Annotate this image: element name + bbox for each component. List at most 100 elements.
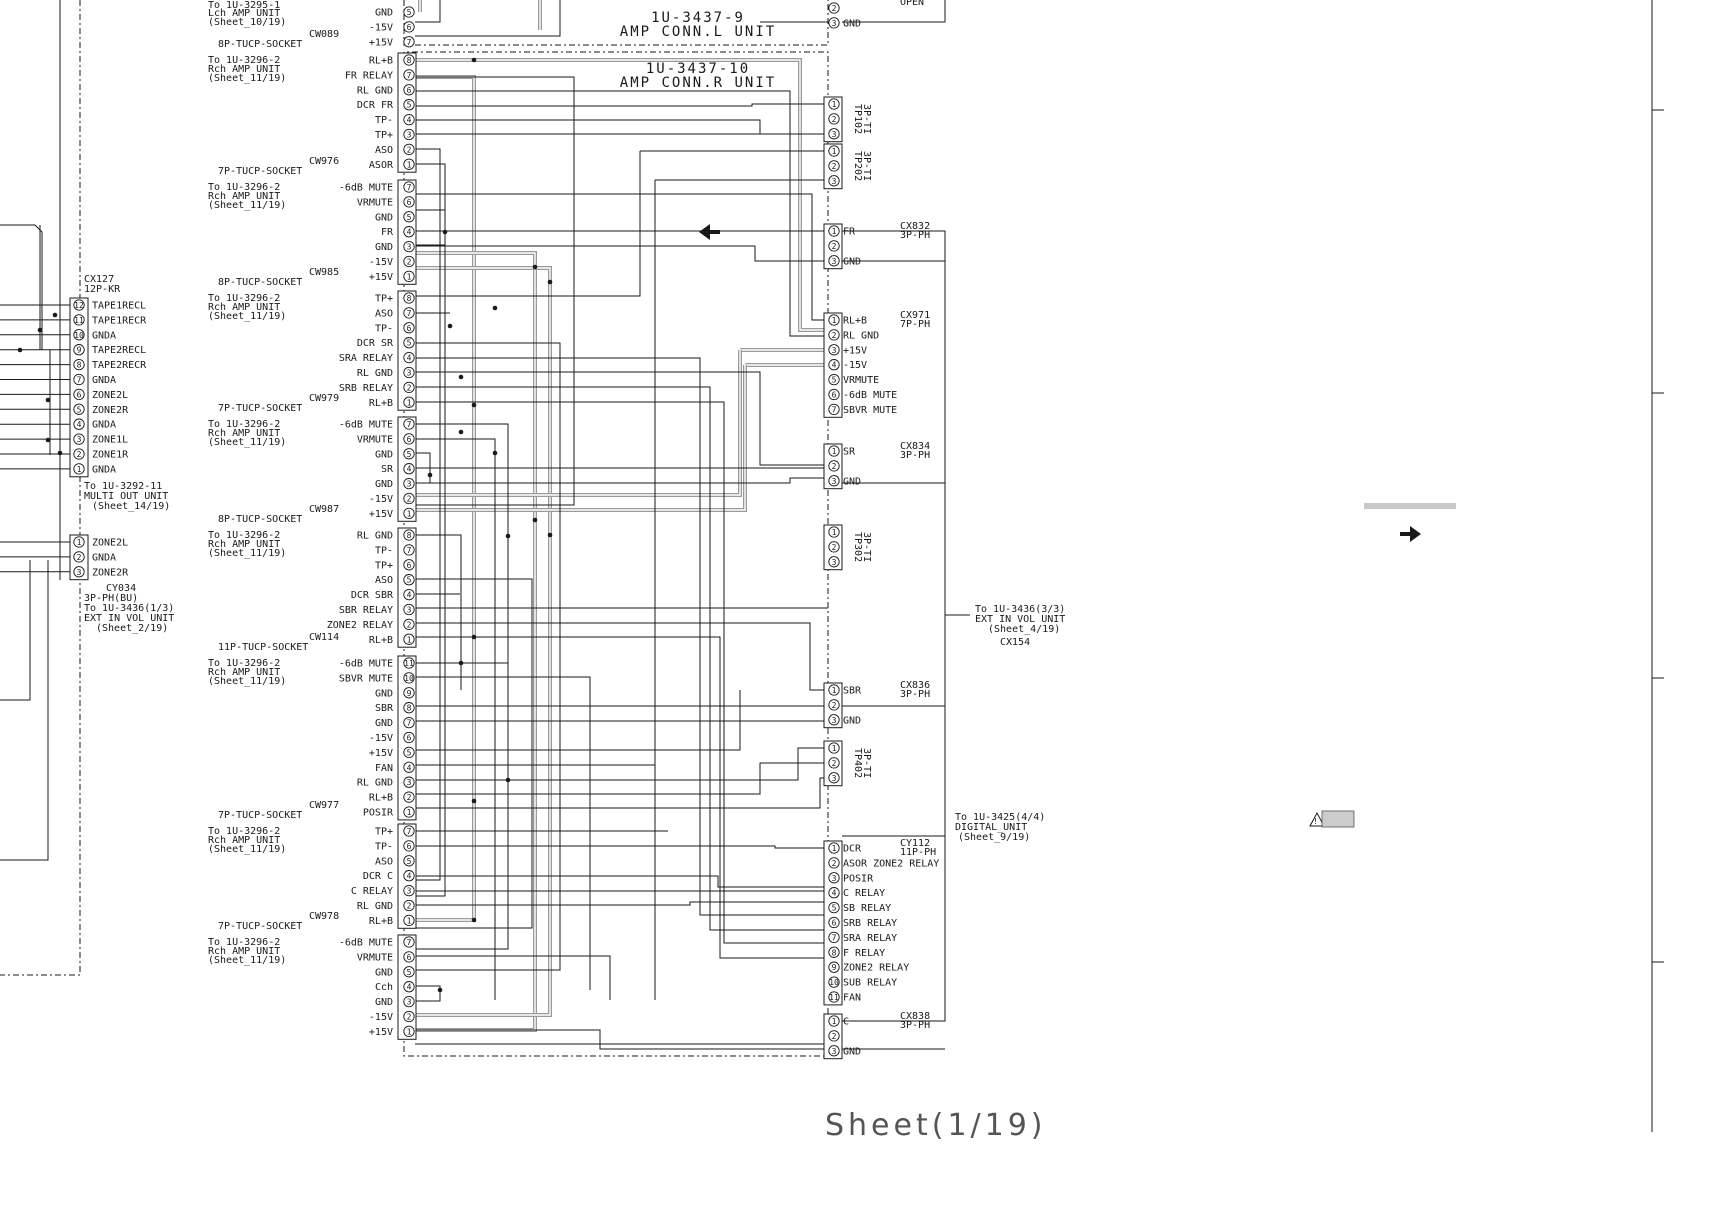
pin [828,460,840,472]
gray-bar [1364,503,1456,509]
pin-number: 6 [407,561,412,570]
wire [0,224,43,350]
pin-number: 2 [832,331,837,340]
wire [415,578,533,929]
pin-number: 3 [407,998,412,1007]
pin [403,981,415,993]
connector-type: 11P-PH [900,847,936,858]
pin [403,196,415,208]
pin [403,914,415,927]
pin [403,381,415,394]
pin-number: 6 [407,953,412,962]
pin-number: 6 [407,23,412,32]
pin-zone1r: ZONE1R [92,450,129,461]
pin-number: 6 [407,842,412,851]
pin-number: 5 [832,376,837,385]
pin [403,716,415,729]
pin [828,98,840,110]
pin-number: 2 [407,145,412,154]
pin [828,916,840,929]
pin-15v: -15V [369,733,393,744]
pin-dcr-sr: DCR SR [357,338,394,349]
pin-number: 11 [404,659,414,668]
pin-number: 6 [832,919,837,928]
pin-rl-b: RL+B [843,316,867,327]
pin-number: 1 [407,509,412,518]
pin [403,603,415,616]
pin-tp: TP+ [375,560,393,571]
connector-dest: Rch AMP UNIT [208,667,280,678]
pin-tp: TP- [375,545,393,556]
connector-ref: CY112 [900,838,930,849]
pin-vrmute: VRMUTE [357,434,393,445]
wire [415,875,828,888]
pin-15v: -15V [369,22,393,33]
wire [415,119,828,135]
pin-number: 7 [832,405,837,414]
pin-gnd: GND [843,256,861,267]
pin-15v: +15V [369,272,393,283]
pin-tape2recr: TAPE2RECR [92,360,147,371]
pin-number: 1 [407,398,412,407]
junction-dot [437,987,443,993]
pin-fr: FR [843,227,856,238]
pin [403,448,415,460]
amp-conn-r-part: 1U-3437-10 [646,61,750,77]
pin [403,255,415,268]
pin-number: 3 [407,480,412,489]
pin-number: 2 [832,1032,837,1041]
junction-dot [471,57,477,63]
pin-gnd: GND [375,8,393,19]
pin [403,840,415,852]
cy034-ref: CY034 [106,583,136,594]
pin-tp: TP+ [375,294,393,305]
digital-ref-line2: DIGITAL_UNIT [955,822,1027,833]
pin [828,842,840,854]
connector-dest: Rch AMP UNIT [208,64,280,75]
pin-number: 6 [407,198,412,207]
junction-dot [505,777,511,783]
wire [415,676,591,990]
cy034-to-1: To 1U-3436(1/3) [84,603,174,614]
pin [828,128,840,140]
pin-number: 3 [832,1047,837,1056]
wire [415,423,509,950]
pin-number: 6 [407,86,412,95]
pin [73,358,85,371]
connector-dest: Rch AMP UNIT [208,539,280,550]
pin [828,403,840,416]
pin-aso: ASO [375,575,393,586]
junction-dot [547,279,553,285]
connector-ref: CW976 [309,156,339,167]
pin [403,731,415,744]
pin-gnd: GND [375,997,393,1008]
pin [403,899,415,912]
svg-text:!: ! [1313,817,1318,826]
wire [415,401,828,944]
pin-dcr: DCR [843,844,862,855]
connector-dest: Rch AMP UNIT [208,835,280,846]
warning-icon: ! [1309,810,1355,828]
pin-dcr-c: DCR C [363,871,393,882]
pin-asor-zone2-relay: ASOR ZONE2 RELAY [843,858,939,869]
pin [403,951,415,963]
pin-number: 7 [407,546,412,555]
connector-ref: TP402 [852,748,863,778]
pin-gnd: GND [843,715,861,726]
pin-number: 7 [407,309,412,318]
pin [403,351,415,364]
connector-type: 7P-PH [900,319,930,330]
connector-ref: CW114 [309,632,339,643]
wire [415,371,828,466]
pin-number: 5 [407,213,412,222]
junction-dot [532,517,538,523]
pin-number: 1 [832,528,837,537]
connector-ref: TP302 [852,532,863,562]
pin-number: 2 [407,1013,412,1022]
connector-dest: Rch AMP UNIT [208,302,280,313]
pin [403,1025,415,1038]
pin [403,240,415,253]
